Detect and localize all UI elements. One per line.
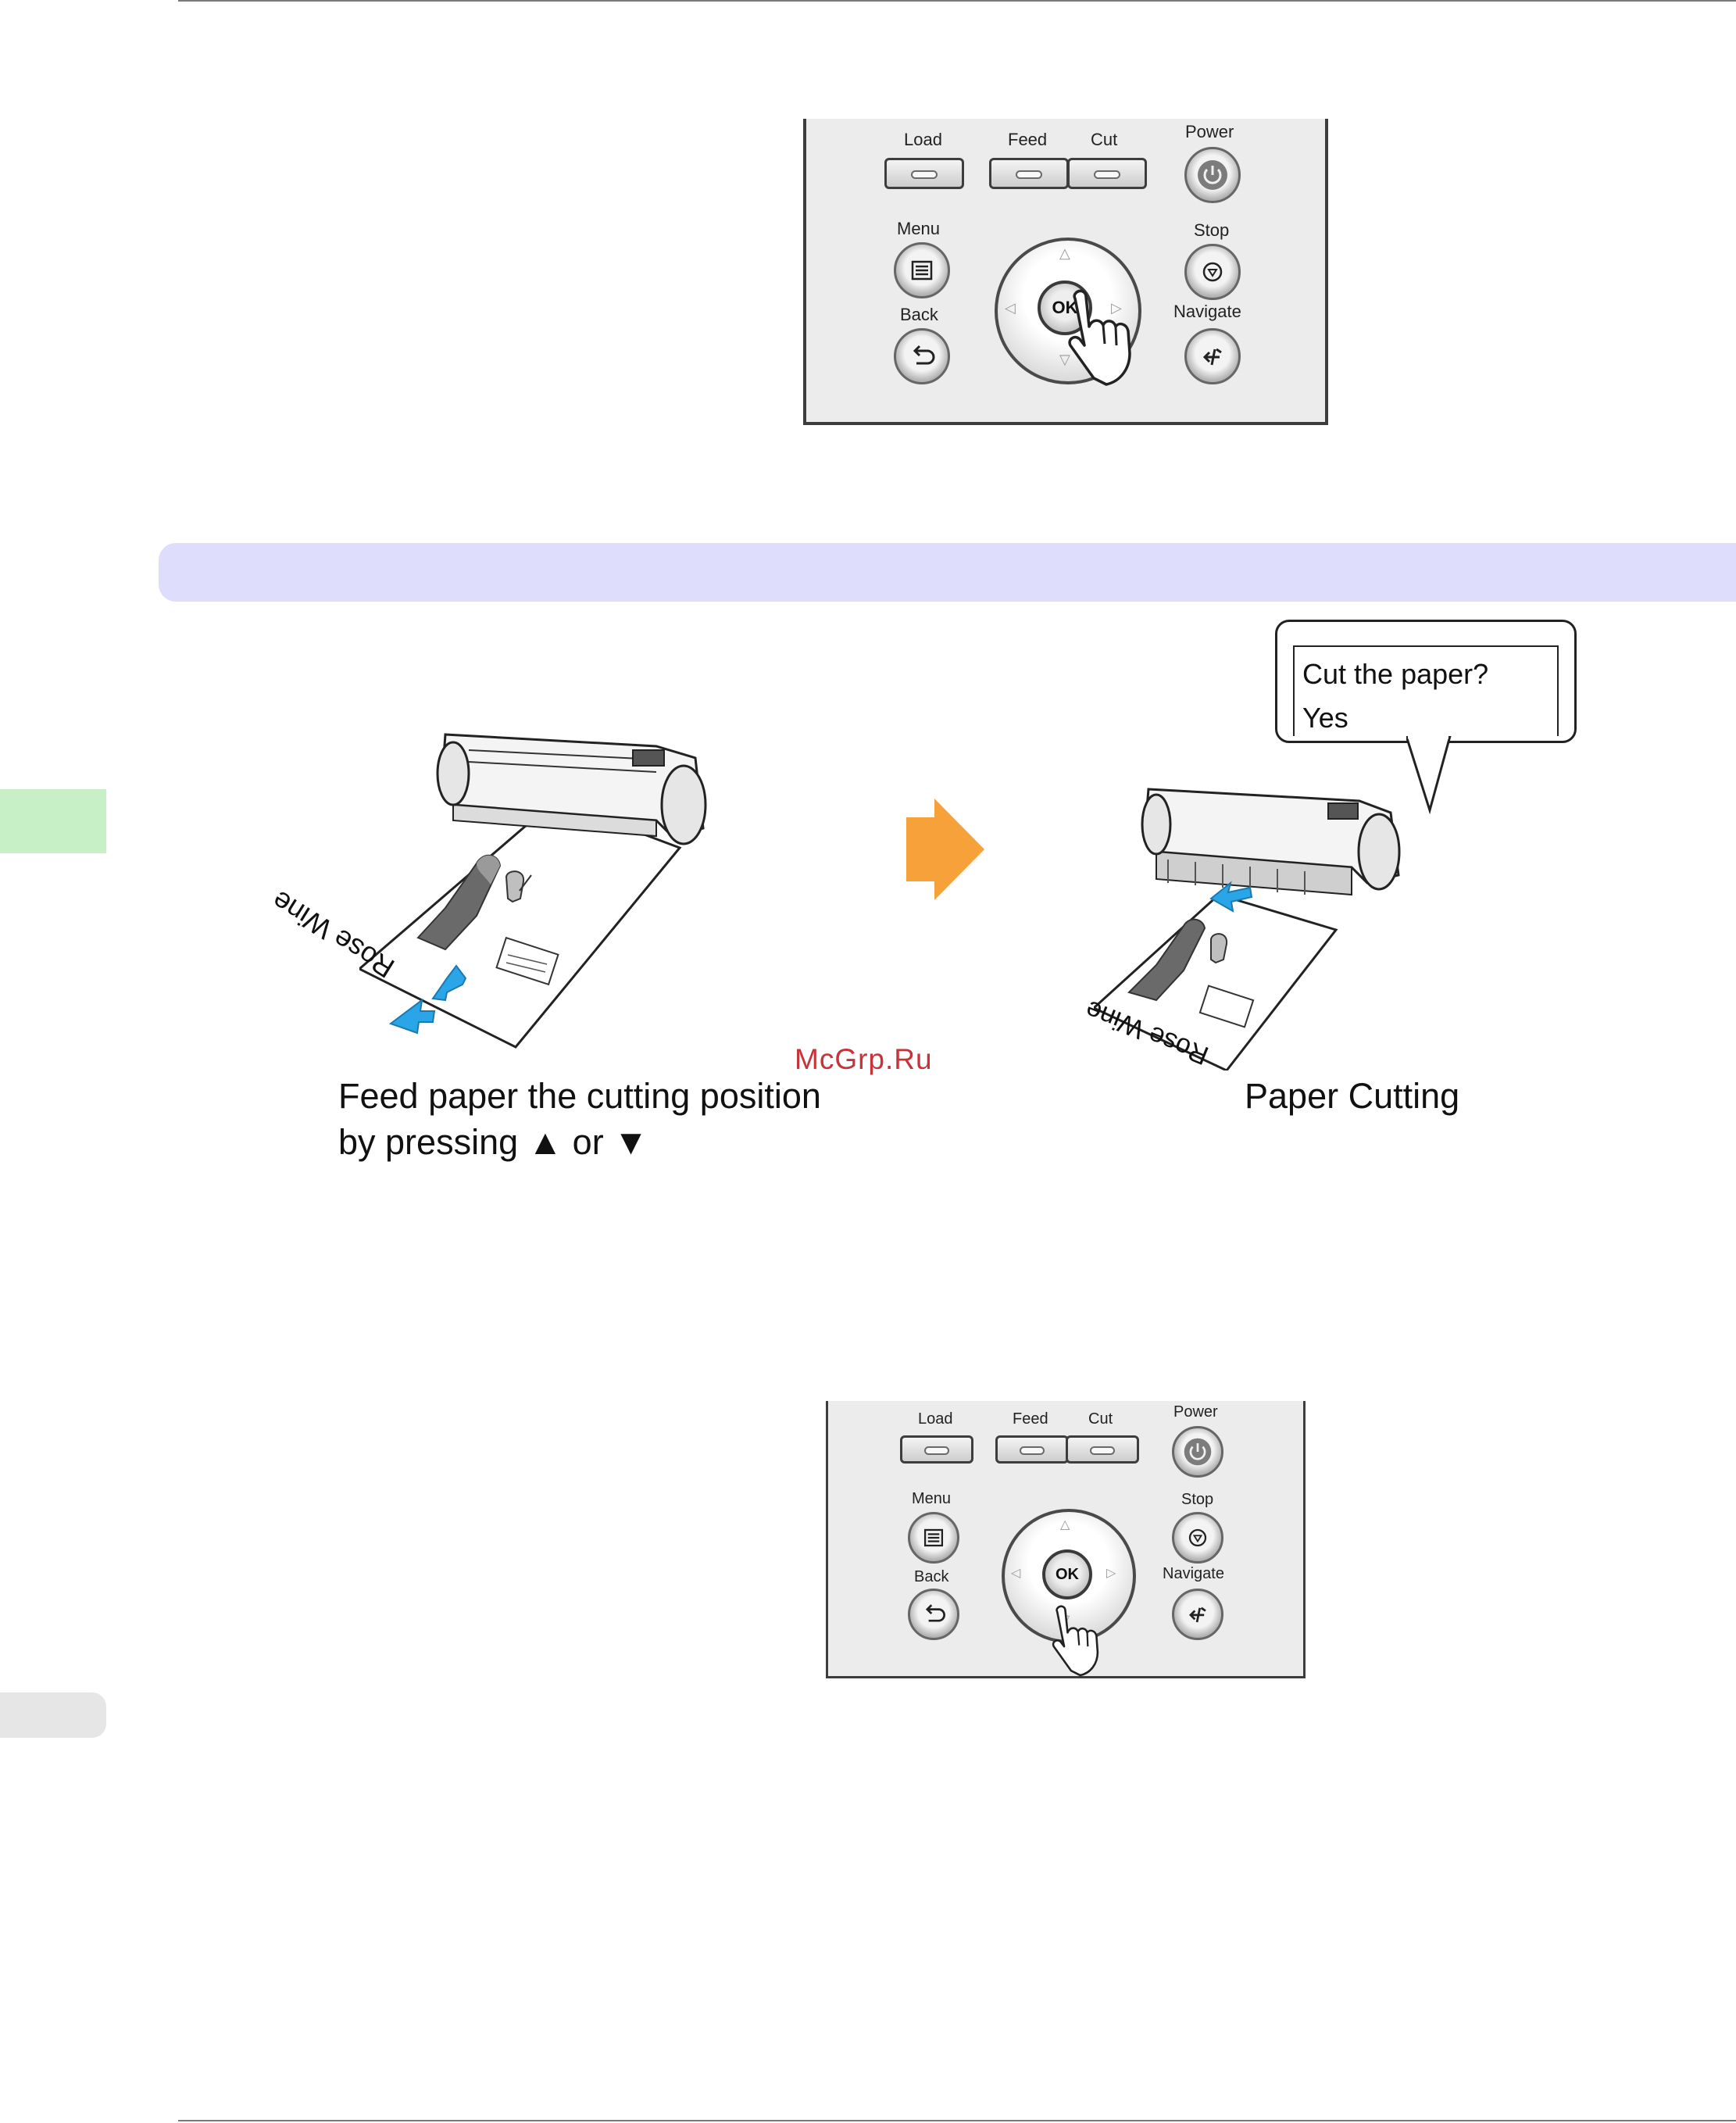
back-button[interactable] xyxy=(894,328,950,384)
left-arrow-icon[interactable]: ◁ xyxy=(1005,300,1016,316)
load-button[interactable] xyxy=(884,158,964,189)
navigate-button[interactable] xyxy=(1184,328,1241,384)
back-button[interactable] xyxy=(908,1589,959,1640)
cut-button[interactable] xyxy=(1067,158,1147,189)
menu-button[interactable] xyxy=(894,242,950,298)
navigate-label: Navigate xyxy=(1173,302,1241,322)
up-arrow-icon[interactable]: △ xyxy=(1059,245,1070,262)
back-arrow-icon xyxy=(910,1591,957,1638)
up-triangle-icon: ▲ xyxy=(528,1122,563,1162)
stop-icon xyxy=(1187,246,1238,298)
stop-button[interactable] xyxy=(1172,1512,1223,1564)
pointing-hand-icon xyxy=(1044,1603,1116,1678)
caption-feed: Feed paper the cutting position by press… xyxy=(338,1074,821,1165)
stop-icon xyxy=(1174,1514,1221,1561)
navigate-icon xyxy=(1174,1591,1221,1638)
feed-label: Feed xyxy=(1013,1410,1048,1428)
load-button[interactable] xyxy=(900,1435,973,1464)
power-label: Power xyxy=(1185,122,1234,142)
callout-pointer xyxy=(1406,736,1469,814)
navigate-button[interactable] xyxy=(1172,1589,1223,1640)
right-arrow-icon[interactable]: ▷ xyxy=(1106,1565,1116,1581)
power-icon xyxy=(1174,1428,1221,1475)
feed-button[interactable] xyxy=(995,1435,1069,1464)
load-label: Load xyxy=(918,1410,953,1428)
caption-feed-line-2: by pressing ▲ or ▼ xyxy=(338,1120,821,1166)
chapter-tab xyxy=(0,789,106,853)
stop-button[interactable] xyxy=(1184,244,1241,300)
feed-button[interactable] xyxy=(989,158,1069,189)
left-arrow-icon[interactable]: ◁ xyxy=(1011,1565,1020,1581)
control-panel-bottom: Load Feed Cut Power Menu Back Stop xyxy=(826,1401,1306,1678)
menu-button[interactable] xyxy=(908,1512,959,1564)
cut-label: Cut xyxy=(1088,1410,1113,1428)
bottom-rule xyxy=(178,2120,1736,2121)
power-button[interactable] xyxy=(1172,1426,1223,1478)
caption-feed-line-1: Feed paper the cutting position xyxy=(338,1074,821,1120)
printer-feed-illustration xyxy=(359,703,828,1063)
pointing-hand-icon xyxy=(1063,286,1148,388)
watermark: McGrp.Ru xyxy=(795,1043,933,1076)
power-button[interactable] xyxy=(1184,147,1241,203)
cut-button[interactable] xyxy=(1066,1435,1139,1464)
lcd-callout: Cut the paper? Yes xyxy=(1275,620,1577,743)
down-triangle-icon: ▼ xyxy=(613,1122,648,1162)
feed-label: Feed xyxy=(1008,130,1047,150)
back-label: Back xyxy=(914,1568,948,1586)
caption-cutting: Paper Cutting xyxy=(1245,1074,1459,1120)
lcd-line-1: Cut the paper? xyxy=(1302,658,1488,691)
control-panel-top: Load Feed Cut Power Menu Back Stop xyxy=(803,119,1328,425)
navigate-label: Navigate xyxy=(1163,1565,1224,1583)
menu-icon xyxy=(896,245,948,296)
up-arrow-icon[interactable]: △ xyxy=(1060,1517,1070,1532)
lcd-line-2: Yes xyxy=(1302,702,1348,734)
load-label: Load xyxy=(904,130,942,150)
stop-label: Stop xyxy=(1194,220,1229,241)
menu-label: Menu xyxy=(912,1490,951,1508)
navigate-icon xyxy=(1187,331,1238,382)
power-icon xyxy=(1187,149,1238,201)
next-step-arrow-icon xyxy=(906,799,984,900)
menu-icon xyxy=(910,1514,957,1561)
ok-button[interactable]: OK xyxy=(1042,1549,1092,1599)
top-rule xyxy=(178,0,1736,2)
back-arrow-icon xyxy=(896,331,948,382)
back-label: Back xyxy=(900,305,938,325)
power-label: Power xyxy=(1173,1403,1218,1421)
cut-label: Cut xyxy=(1091,130,1117,150)
stop-label: Stop xyxy=(1181,1491,1213,1509)
menu-label: Menu xyxy=(897,219,940,239)
section-heading-band xyxy=(159,543,1736,602)
page-tab xyxy=(0,1692,106,1738)
